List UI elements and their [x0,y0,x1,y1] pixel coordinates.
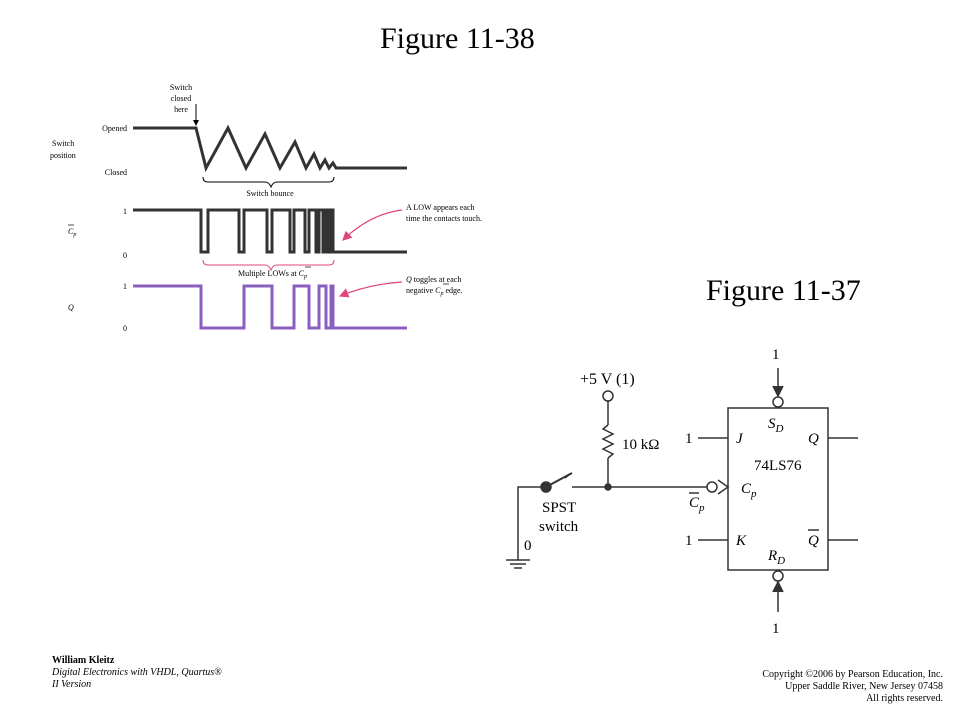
closed-label: Closed [105,168,127,177]
chip-name: 74LS76 [754,458,802,474]
switch-closed-note-2: closed [171,94,191,103]
low-note-1: A LOW appears each [406,203,475,212]
switch-lever-tip [564,473,571,479]
switch-bounce-waveform [133,124,407,173]
clock-triangle [717,479,730,495]
cp-waveform [133,208,407,254]
switch-label-2: switch [539,519,579,535]
pin-qbar-label: Q [808,533,819,549]
sd-arrow [772,385,784,398]
supply-terminal [602,390,614,402]
rd-input-value: 1 [772,621,780,637]
footer-author: William Kleitz [52,655,115,666]
footer-copyright: Copyright ©2006 by Pearson Education, In… [762,669,943,705]
cp-high-label: 1 [123,207,127,216]
sd-input-value: 1 [772,347,780,363]
pin-rd-label: RD [767,548,785,567]
pin-cp-label: Cp [741,481,757,500]
timing-diagram: Switch closed here Switch position Opene… [50,83,482,333]
switch-closed-note-1: Switch [170,83,192,92]
toggle-note-arrow [338,281,403,298]
footer-book-line1: Digital Electronics with VHDL, Quartus® [52,667,222,678]
ground-wire [517,486,541,560]
rd-bubble [772,570,784,582]
switch-position-label-1: Switch [52,139,74,148]
multiple-lows-label: Multiple LOWs at Cp [238,269,307,280]
toggle-note-2: negative Cp edge. [406,286,463,297]
switch-bounce-brace [202,176,335,189]
circuit-diagram: +5 V (1) 10 kΩ SPST switch 0 Cp 74LS76 [506,347,858,637]
footer-left: William Kleitz Digital Electronics with … [52,655,222,691]
switch-position-label-2: position [50,151,76,160]
low-note-2: time the contacts touch. [406,214,482,223]
rd-arrow [772,580,784,593]
copyright-line2: Upper Saddle River, New Jersey 07458 [785,681,943,692]
chip-74ls76 [727,407,829,571]
switch-label-1: SPST [542,500,576,516]
toggle-note-1: Q toggles at each [406,275,461,284]
pin-j-label: J [736,431,744,447]
sd-bubble [772,396,784,408]
ground-label: 0 [524,538,532,554]
pin-q-label: Q [808,431,819,447]
q-waveform [133,284,407,330]
cp-axis-symbol: Cp [68,227,76,238]
switch-closed-note-3: here [174,105,188,114]
q-high-label: 1 [123,282,127,291]
pin-k-label: K [735,533,747,549]
q-low-label: 0 [123,324,127,333]
figure-11-38-title: Figure 11-38 [380,22,535,55]
resistor [601,424,615,459]
multiple-lows-brace [202,259,335,272]
pin-sd-label: SD [768,416,784,435]
pin-k-input-value: 1 [685,533,693,549]
footer-book-line2: II Version [52,679,92,690]
copyright-line3: All rights reserved. [866,693,943,704]
figure-11-37-title: Figure 11-37 [706,274,861,307]
low-note-arrow [342,209,403,241]
cp-low-label: 0 [123,251,127,260]
supply-label: +5 V (1) [580,371,635,388]
copyright-line1: Copyright ©2006 by Pearson Education, In… [762,669,943,680]
cp-bubble [706,481,718,493]
resistor-label: 10 kΩ [622,437,659,453]
q-axis-symbol: Q [68,303,74,312]
pin-j-input-value: 1 [685,431,693,447]
cp-bar-label: Cp [689,495,705,514]
switch-bounce-label: Switch bounce [246,189,294,198]
opened-label: Opened [102,124,127,133]
